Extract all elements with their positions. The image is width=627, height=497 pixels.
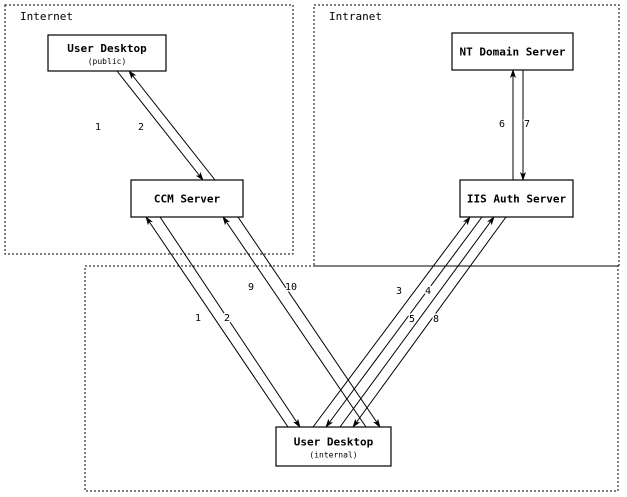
node-user-desktop-public[interactable]: User Desktop (public): [47, 34, 167, 72]
node-title-ccm-server: CCM Server: [154, 193, 221, 206]
node-box-iis-auth-server[interactable]: [459, 179, 574, 218]
zones-layer: Internet Intranet: [4, 4, 620, 492]
edge-label-edge-2-public: 2: [138, 122, 144, 133]
node-title-iis-auth-server: IIS Auth Server: [467, 193, 567, 206]
zone-internet: Internet: [4, 4, 294, 255]
edge-label-halo-edge-2-public: 2: [138, 122, 144, 133]
edge-label-halo-edge-8: 8: [433, 314, 439, 325]
edge-label-edge-10: 10: [285, 282, 297, 293]
flow-arrow-edge-3: [312, 216, 471, 428]
flow-arrow-edge-2-internal: [159, 216, 301, 428]
node-ccm-server[interactable]: CCM Server: [130, 179, 244, 218]
zone-boundary-internal-lan: [84, 265, 619, 492]
zone-boundary-intranet: [313, 4, 620, 267]
nodes-layer: User Desktop (public) CCM Server NT Domain …: [47, 32, 574, 467]
flow-arrow-edge-1-public: [116, 70, 204, 181]
edge-label-halo-edge-2-internal: 2: [224, 313, 230, 324]
zone-label-internet: Internet: [20, 10, 73, 23]
flow-arrow-edge-1-internal: [145, 216, 289, 428]
zone-label-intranet: Intranet: [329, 10, 382, 23]
edge-label-edge-7: 7: [524, 119, 530, 130]
node-title-user-desktop-public: User Desktop: [67, 42, 147, 55]
zone-intranet: Intranet: [313, 4, 620, 267]
edge-label-edge-8: 8: [433, 314, 439, 325]
edge-label-halo-edge-1-public: 1: [95, 122, 101, 133]
node-subtitle-user-desktop-public: (public): [88, 57, 127, 66]
node-title-nt-domain-server: NT Domain Server: [460, 46, 566, 59]
edge-label-halo-edge-7: 7: [524, 119, 530, 130]
flow-arrow-edge-5: [339, 216, 495, 428]
zone-internal-lan: [84, 265, 619, 492]
node-title-user-desktop-internal: User Desktop: [294, 436, 374, 449]
node-user-desktop-internal[interactable]: User Desktop (internal): [275, 426, 392, 467]
flow-arrow-edge-10: [237, 216, 381, 428]
edge-label-halo-edge-5: 5: [409, 314, 415, 325]
edge-label-edge-4: 4: [425, 286, 431, 297]
edge-label-edge-2-internal: 2: [224, 313, 230, 324]
edge-label-edge-9: 9: [248, 282, 254, 293]
edge-label-edge-5: 5: [409, 314, 415, 325]
edge-label-halo-edge-10: 10: [285, 282, 297, 293]
edge-label-halo-edge-9: 9: [248, 282, 254, 293]
flow-arrow-edge-8: [352, 216, 507, 428]
edge-label-edge-6: 6: [499, 119, 505, 130]
edge-label-edge-3: 3: [396, 286, 402, 297]
node-box-user-desktop-public[interactable]: [47, 34, 167, 72]
node-iis-auth-server[interactable]: IIS Auth Server: [459, 179, 574, 218]
edge-label-halo-edge-1-internal: 1: [195, 313, 201, 324]
edge-label-halo-edge-3: 3: [396, 286, 402, 297]
zone-boundary-internet: [4, 4, 294, 255]
edge-label-edge-1-internal: 1: [195, 313, 201, 324]
edge-label-halo-edge-6: 6: [499, 119, 505, 130]
flow-arrow-edge-9: [222, 216, 367, 428]
node-nt-domain-server[interactable]: NT Domain Server: [451, 32, 574, 71]
node-box-user-desktop-internal[interactable]: [275, 426, 392, 467]
flow-arrow-edge-2-public: [128, 70, 216, 181]
node-box-nt-domain-server[interactable]: [451, 32, 574, 71]
flow-arrow-edge-4: [325, 216, 483, 428]
edge-label-edge-1-public: 1: [95, 122, 101, 133]
node-box-ccm-server[interactable]: [130, 179, 244, 218]
edges-layer: [116, 69, 526, 428]
node-subtitle-user-desktop-internal: (internal): [309, 451, 357, 460]
edge-label-halo-edge-4: 4: [425, 286, 431, 297]
